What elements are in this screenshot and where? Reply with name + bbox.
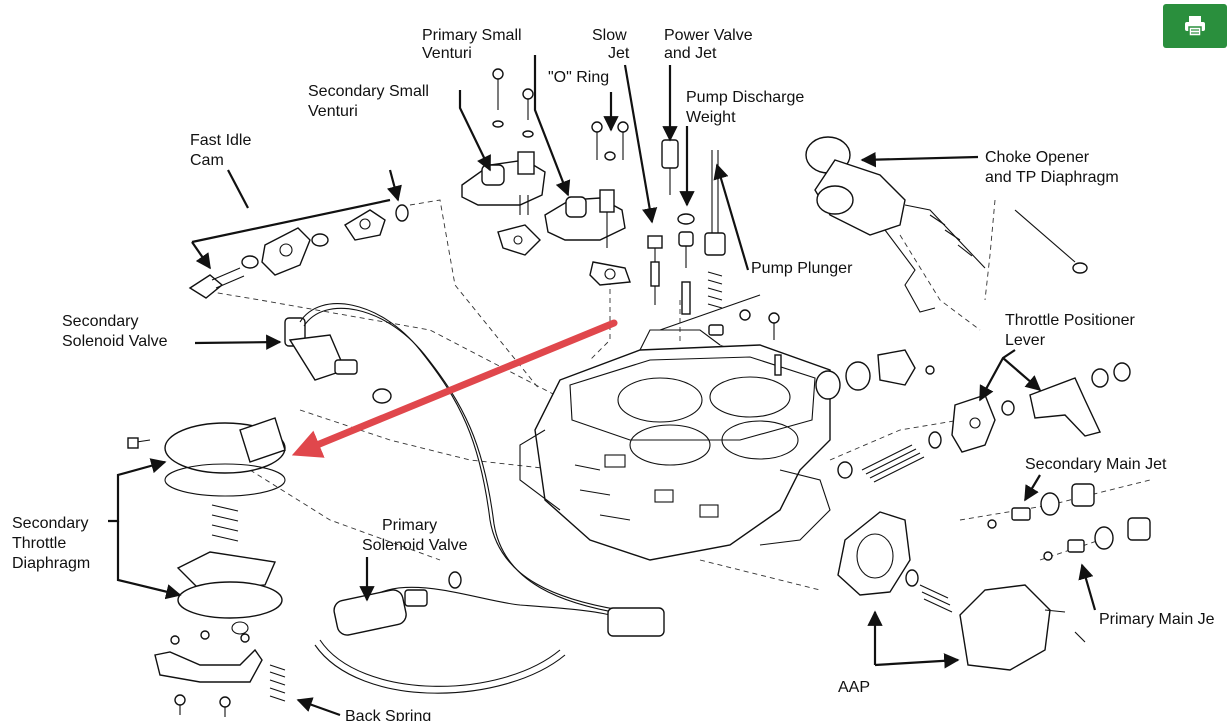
printer-icon bbox=[1185, 16, 1205, 37]
small-screws-top bbox=[492, 68, 629, 161]
label-choke-opener: Choke Opener and TP Diaphragm bbox=[985, 149, 1119, 186]
label-aap: AAP bbox=[838, 679, 870, 696]
label-secondary-small-venturi: Secondary Small Venturi bbox=[308, 83, 433, 120]
secondary-throttle-diaphragm-part bbox=[127, 417, 286, 717]
label-primary-small-venturi: Primary Small Venturi bbox=[422, 27, 526, 62]
highlight-arrow bbox=[291, 319, 618, 458]
fast-idle-cam-part bbox=[188, 204, 409, 299]
carburetor-body bbox=[519, 329, 831, 561]
label-slow-jet: Slow Jet bbox=[592, 27, 631, 62]
throttle-positioner-part bbox=[815, 349, 1131, 483]
primary-solenoid-valve-part bbox=[333, 571, 462, 636]
label-secondary-main-jet: Secondary Main Jet bbox=[1025, 456, 1167, 473]
power-valve-part bbox=[661, 139, 695, 315]
label-power-valve-and-jet: Power Valve and Jet bbox=[664, 27, 757, 62]
aap-part bbox=[837, 511, 1066, 671]
label-secondary-throttle-diaphragm: Secondary Throttle Diaphragm bbox=[12, 515, 93, 572]
label-fast-idle-cam: Fast Idle Cam bbox=[190, 132, 256, 169]
choke-opener-part bbox=[805, 136, 1088, 313]
label-throttle-positioner-lever: Throttle Positioner Lever bbox=[1005, 312, 1139, 349]
main-jets-part bbox=[987, 483, 1151, 643]
slow-jet-part bbox=[647, 235, 663, 305]
secondary-small-venturi-part bbox=[461, 151, 546, 256]
label-o-ring: "O" Ring bbox=[548, 69, 609, 86]
leader-lines bbox=[108, 55, 1097, 717]
label-back-spring: Back Spring bbox=[345, 708, 431, 721]
print-button[interactable] bbox=[1163, 4, 1227, 48]
label-secondary-solenoid-valve: Secondary Solenoid Valve bbox=[62, 313, 168, 350]
secondary-solenoid-valve-part bbox=[284, 317, 392, 404]
label-pump-plunger: Pump Plunger bbox=[751, 260, 853, 277]
label-primary-main-jet: Primary Main Je bbox=[1099, 611, 1215, 628]
label-primary-solenoid-valve: Primary Solenoid Valve bbox=[362, 517, 468, 554]
primary-small-venturi-part bbox=[544, 189, 631, 286]
label-pump-discharge-weight: Pump Discharge Weight bbox=[686, 89, 809, 126]
